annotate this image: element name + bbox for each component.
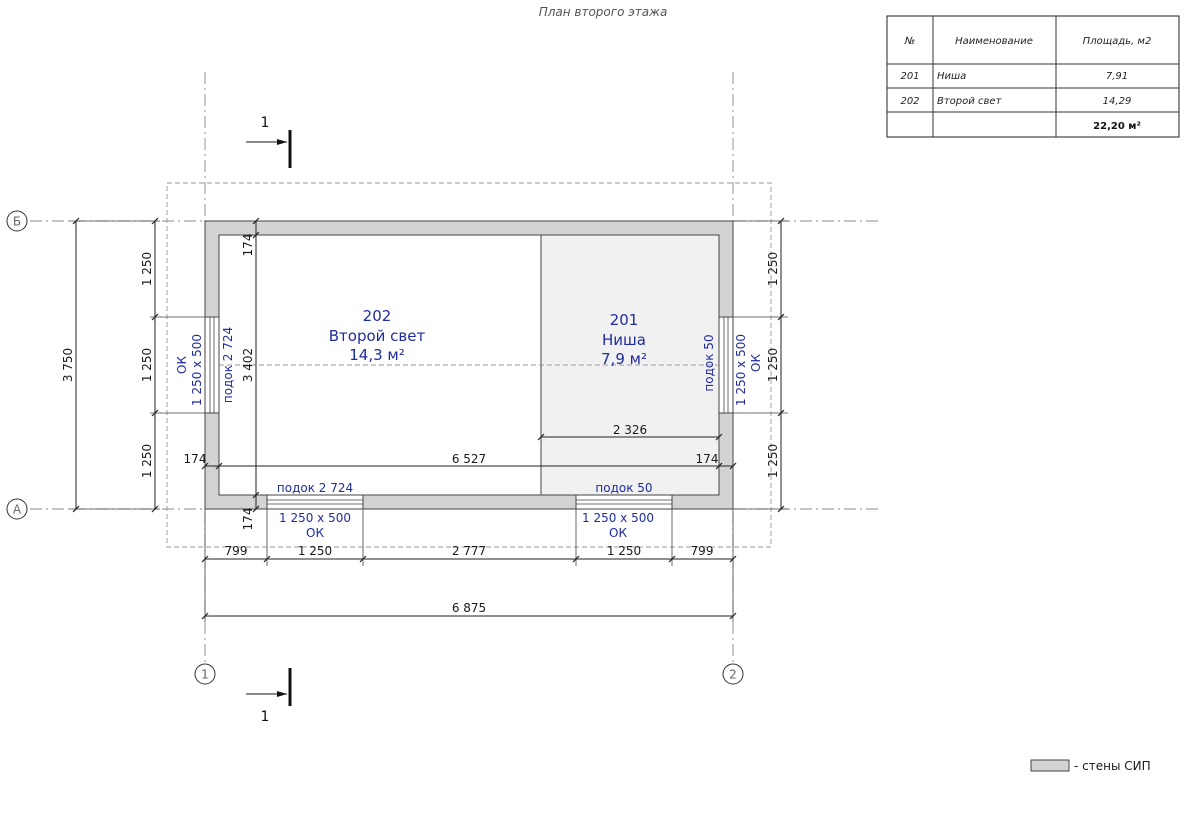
room-201-number: 201 (610, 311, 639, 329)
bottom-left-window-sill: подок 2 724 (277, 481, 353, 495)
window-bottom-right (575, 494, 673, 510)
dim-174-right: 174 (696, 452, 719, 466)
dim-174-top: 174 (241, 234, 255, 257)
table-header-name: Наименование (955, 36, 1033, 47)
dim-6875: 6 875 (452, 601, 486, 615)
table-row-2-area: 14,29 (1103, 96, 1132, 107)
table-row-2-num: 202 (900, 96, 919, 107)
bottom-right-window-sill: подок 50 (595, 481, 652, 495)
dim-3750: 3 750 (61, 348, 75, 382)
window-bottom-left (266, 494, 364, 510)
table-row-2-name: Второй свет (937, 96, 1002, 107)
right-window-size: 1 250 х 500 (734, 334, 748, 406)
bottom-left-window-ok: ОК (306, 526, 324, 540)
room-202-name: Второй свет (329, 327, 426, 345)
dim-6527: 6 527 (452, 452, 486, 466)
table-header-area: Площадь, м2 (1083, 36, 1152, 47)
dim-1250-right: 1 250 (607, 544, 641, 558)
dim-right-1250-top: 1 250 (766, 252, 780, 286)
legend-swatch (1030, 759, 1070, 772)
dim-174-left: 174 (184, 452, 207, 466)
dim-799-right: 799 (691, 544, 714, 558)
axis-bubble-a (6, 498, 28, 520)
dim-left-1250-top: 1 250 (140, 252, 154, 286)
axis-bubble-2 (722, 663, 744, 685)
dim-left-1250-mid: 1 250 (140, 348, 154, 382)
dim-2326: 2 326 (613, 423, 647, 437)
section-mark-top: 1 (246, 115, 292, 168)
section-mark-bottom: 1 (246, 668, 292, 725)
table-row-1-area: 7,91 (1106, 71, 1128, 82)
bottom-right-window-size: 1 250 х 500 (582, 511, 654, 525)
table-row-1-name: Ниша (937, 71, 966, 82)
bottom-right-window-ok: ОК (609, 526, 627, 540)
room-201-name: Ниша (602, 331, 646, 349)
table-header-num: № (904, 36, 915, 47)
table-row-1-num: 201 (900, 71, 919, 82)
left-window-size: 1 250 х 500 (190, 334, 204, 406)
axis-bubble-b (6, 210, 28, 232)
left-window-sill: подок 2 724 (221, 327, 235, 403)
axis-label-2: 2 (729, 668, 737, 682)
legend-text: - стены СИП (1074, 759, 1151, 773)
room-201-area: 7,9 м² (601, 350, 647, 368)
dim-right-1250-mid: 1 250 (766, 348, 780, 382)
room-202-area: 14,3 м² (349, 346, 405, 364)
dim-799-left: 799 (225, 544, 248, 558)
dim-1250-left: 1 250 (298, 544, 332, 558)
window-left (204, 316, 220, 414)
right-window-ok: ОК (749, 354, 763, 372)
dim-right-1250-bot: 1 250 (766, 444, 780, 478)
area-table: № Наименование Площадь, м2 201 Ниша 7,91… (886, 15, 1180, 138)
axis-label-b: Б (13, 215, 21, 229)
section-label-bottom: 1 (261, 709, 270, 725)
right-window-sill: подок 50 (702, 334, 716, 391)
axis-label-1: 1 (201, 668, 209, 682)
outer-contour (166, 182, 772, 548)
table-total-area: 22,20 м² (1093, 121, 1141, 132)
left-window-ok: ОК (175, 356, 189, 374)
dim-3402: 3 402 (241, 348, 255, 382)
bottom-left-window-size: 1 250 х 500 (279, 511, 351, 525)
axis-label-a: А (13, 503, 22, 517)
section-label-top: 1 (261, 115, 270, 131)
window-right (718, 316, 734, 414)
dim-174-bottom: 174 (241, 508, 255, 531)
plan-title: План второго этажа (539, 5, 668, 19)
dim-2777: 2 777 (452, 544, 486, 558)
room-202-number: 202 (363, 307, 392, 325)
dim-left-1250-bot: 1 250 (140, 444, 154, 478)
axis-bubble-1 (194, 663, 216, 685)
